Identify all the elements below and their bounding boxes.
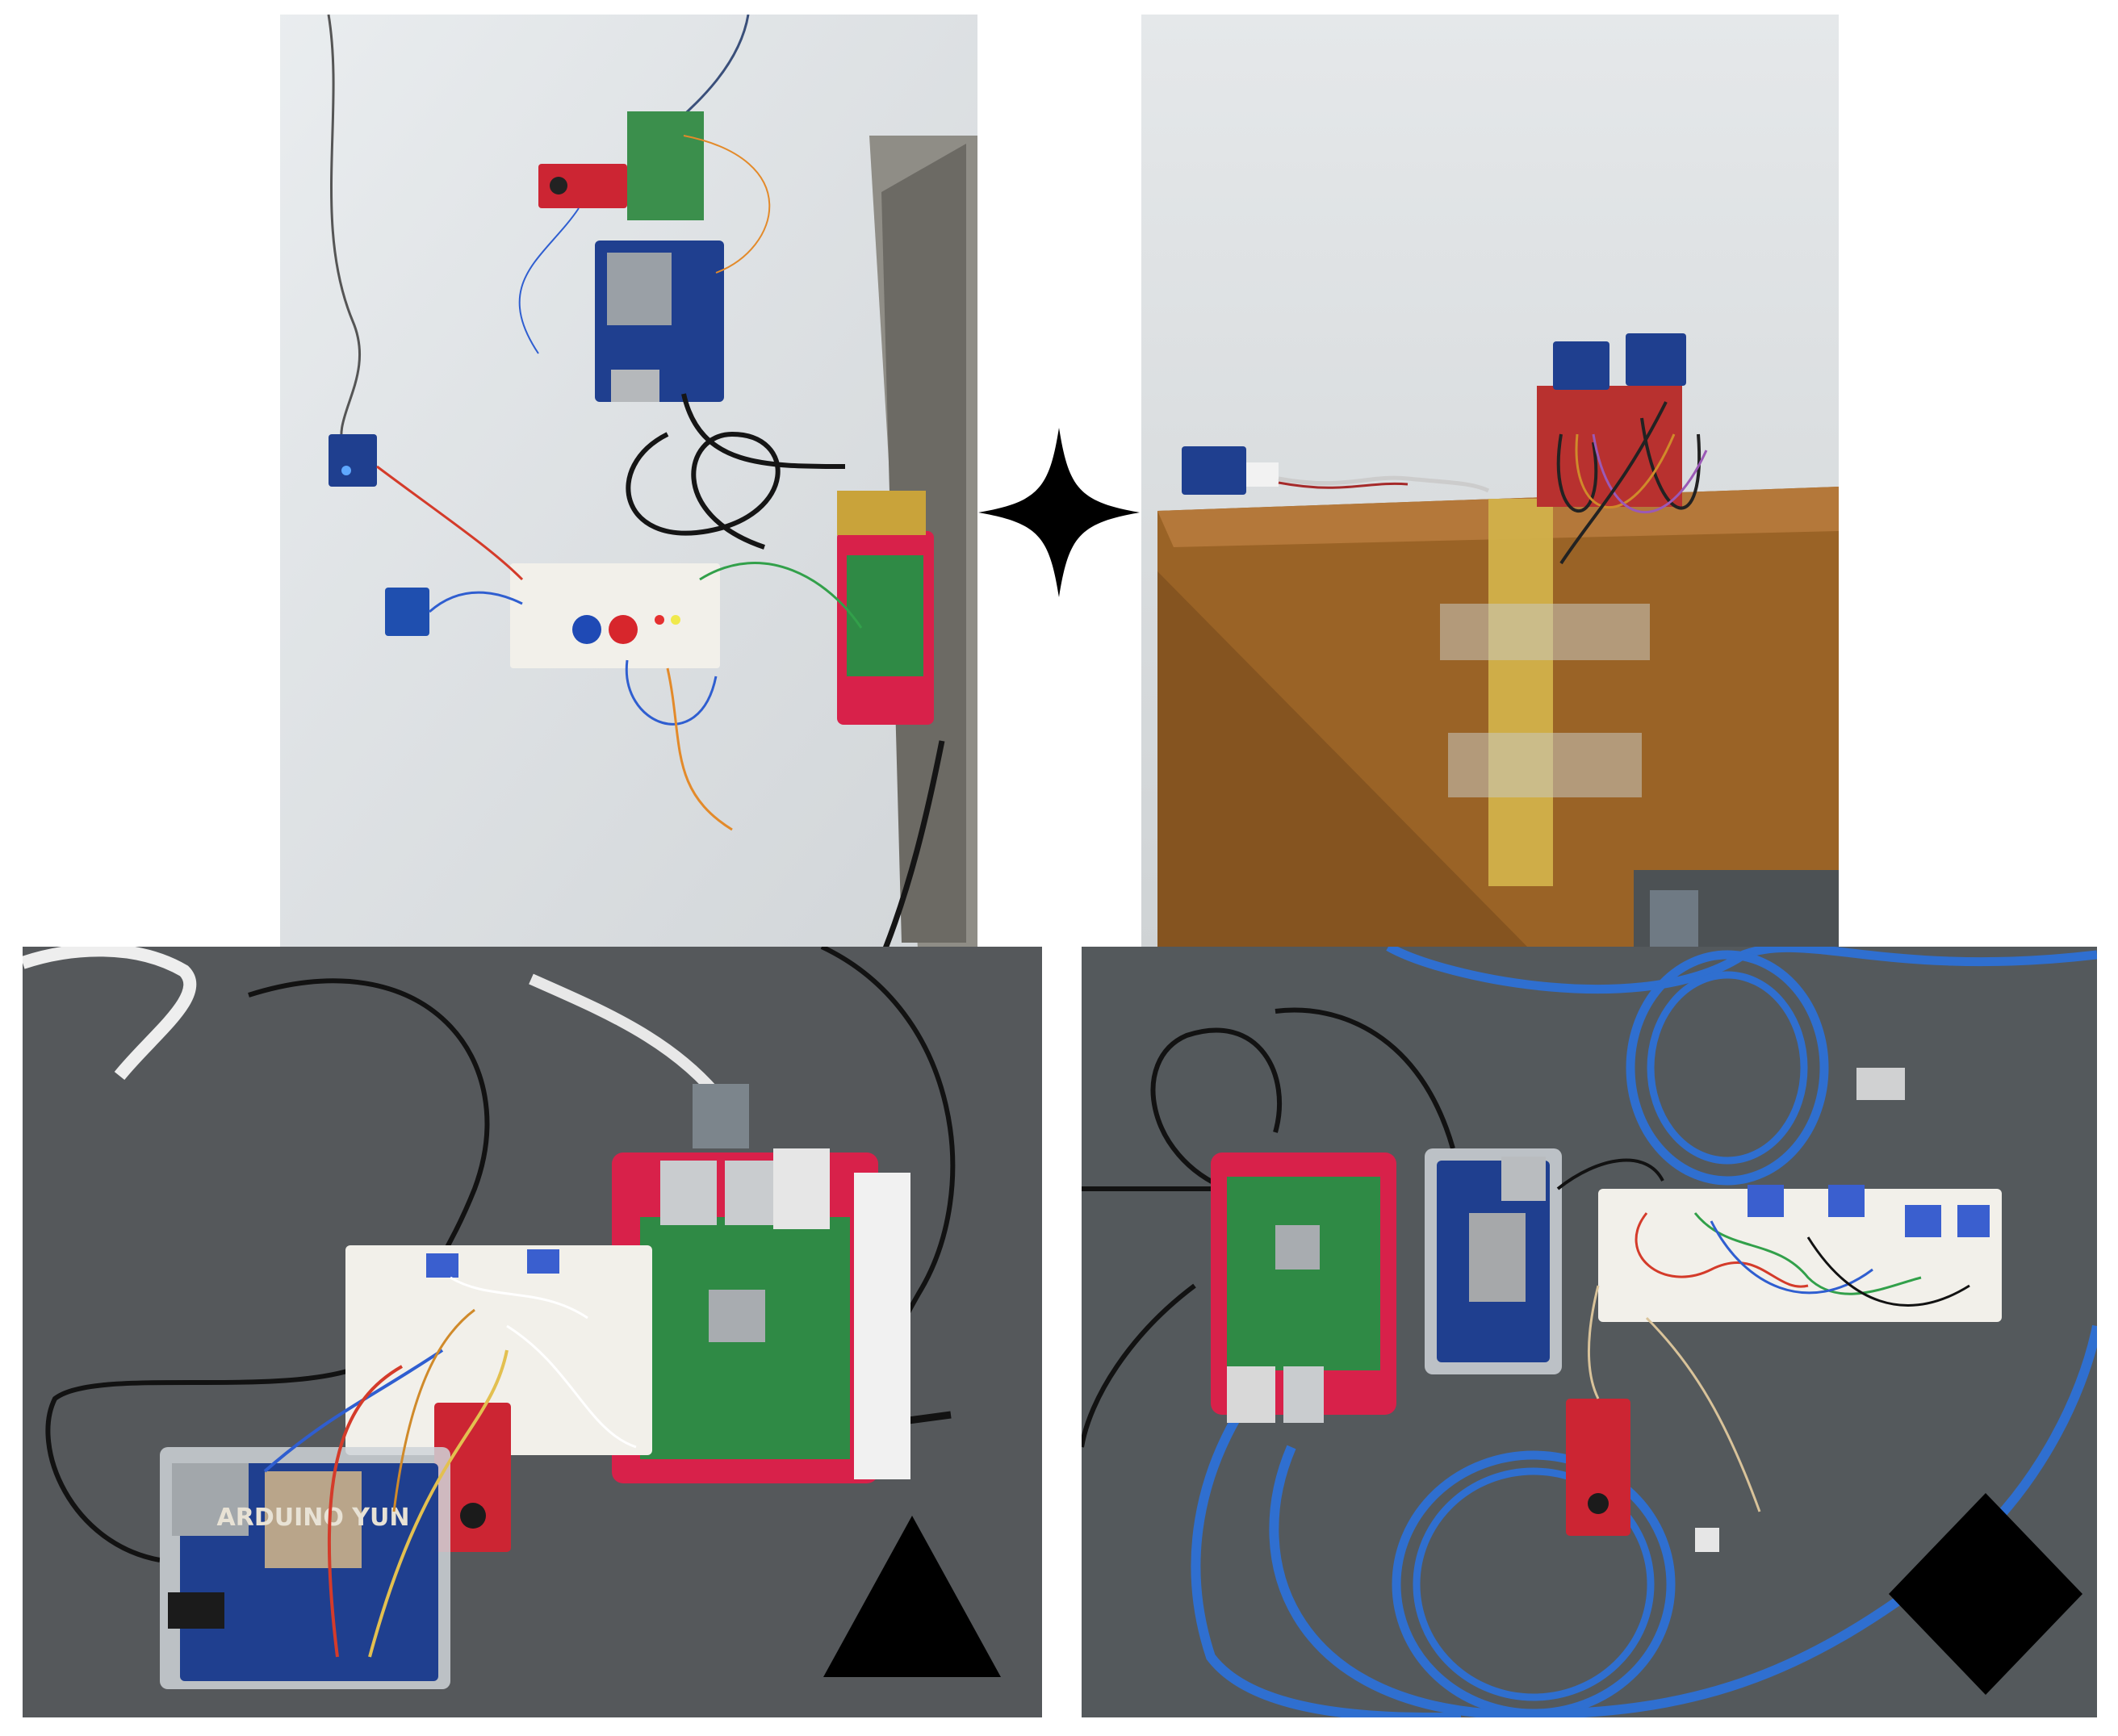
arduino-yun-board: [1425, 1148, 1562, 1374]
sparkfun-microphone-board: [1566, 1399, 1630, 1536]
triangle-marker-icon: [823, 1516, 1001, 1677]
raspberry-pi: [612, 1148, 910, 1483]
breadboard: [1598, 1185, 2002, 1322]
arduino-yun-board: ARDUINO YUN: [160, 1447, 450, 1689]
breadboard: [345, 1245, 652, 1455]
breadboard: [510, 563, 720, 668]
raspberry-pi: [837, 531, 934, 725]
small-sensor-board: [1182, 446, 1279, 495]
arduino-board: [595, 241, 724, 402]
sparkfun-microphone-board: [434, 1403, 511, 1552]
star-marker-icon: [978, 428, 1140, 597]
raspberry-pi: [1211, 1152, 1396, 1423]
photo-door-frame-sensors: [1141, 15, 1839, 948]
diamond-marker-icon: [1889, 1493, 2082, 1695]
sparkfun-sensor-board: [538, 164, 627, 208]
board-label: ARDUINO YUN: [217, 1504, 410, 1532]
photo-wall-mounted-setup: [280, 15, 977, 948]
